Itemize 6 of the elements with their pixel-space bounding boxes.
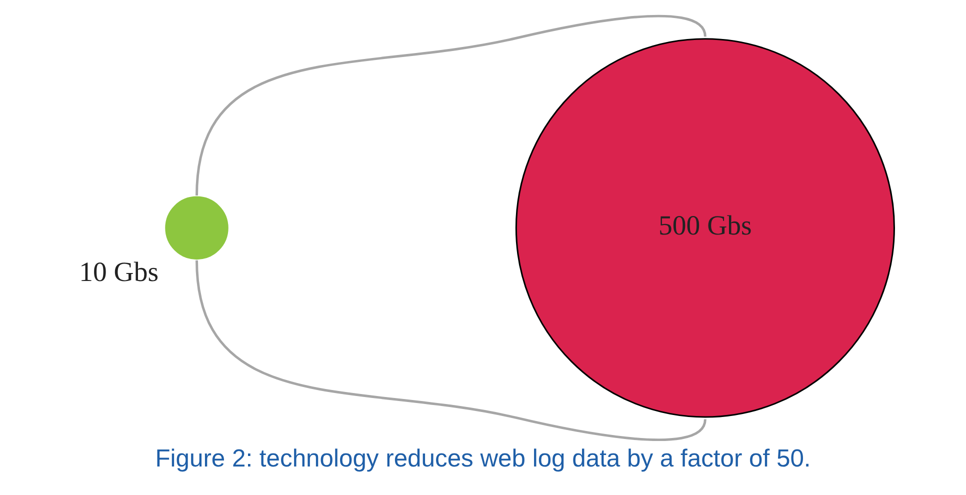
caption: Figure 2: technology reduces web log data by a factor of 50. <box>155 445 811 472</box>
connector <box>196 260 706 440</box>
node-circle <box>165 196 228 260</box>
connector <box>196 14 706 196</box>
node-label: 10 Gbs <box>79 256 159 288</box>
node-circle: 500 Gbs <box>515 38 895 418</box>
